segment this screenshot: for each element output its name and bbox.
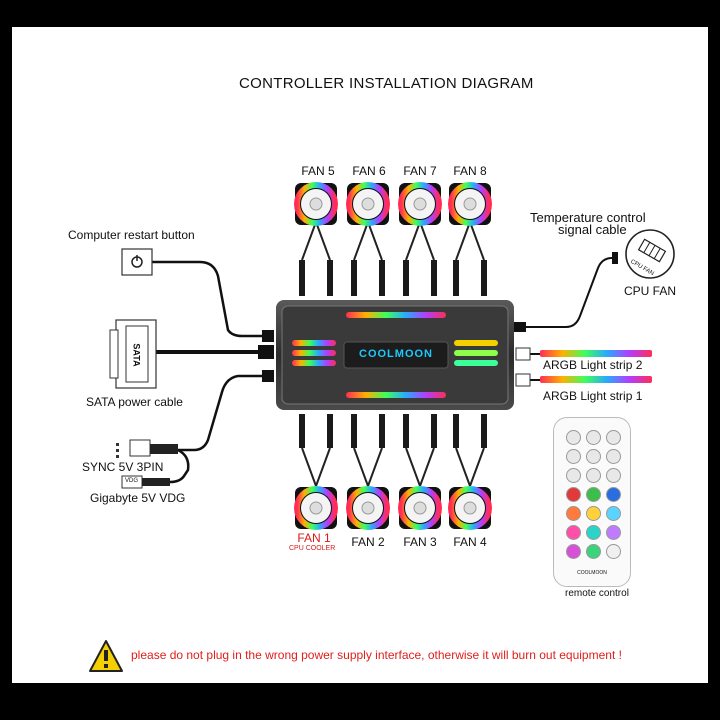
fan-icon-bottom-1 <box>294 486 338 530</box>
remote-button-3-0[interactable] <box>566 487 581 502</box>
left-hub-plugs <box>258 330 274 382</box>
remote-button-1-2[interactable] <box>606 449 621 464</box>
temp-control-label-line2: signal cable <box>558 222 627 237</box>
remote-button-1-0[interactable] <box>566 449 581 464</box>
vdg-tag: VDG <box>125 478 139 484</box>
remote-button-5-0[interactable] <box>566 525 581 540</box>
fan-icon-bottom-4 <box>448 486 492 530</box>
fan-icon-top-6 <box>346 182 390 226</box>
gigabyte-label: Gigabyte 5V VDG <box>90 491 186 505</box>
fan-8-label: FAN 8 <box>453 164 487 178</box>
remote-button-5-1[interactable] <box>586 525 601 540</box>
sata-connector-text-wrap: SATA <box>131 336 147 376</box>
warning-icon <box>89 640 123 672</box>
remote-button-3-2[interactable] <box>606 487 621 502</box>
right-plugs <box>514 252 618 332</box>
page-title: CONTROLLER INSTALLATION DIAGRAM <box>239 75 534 92</box>
remote-button-2-0[interactable] <box>566 468 581 483</box>
remote-button-6-0[interactable] <box>566 544 581 559</box>
restart-button-label: Computer restart button <box>68 228 195 242</box>
fan-icon-top-7 <box>398 182 442 226</box>
argb-strip-2 <box>540 350 652 357</box>
remote-button-0-2[interactable] <box>606 430 621 445</box>
remote-brand: COOLMOON <box>577 570 607 576</box>
fan-icon-top-8 <box>448 182 492 226</box>
remote-button-3-1[interactable] <box>586 487 601 502</box>
remote-button-6-2[interactable] <box>606 544 621 559</box>
hub-brand-label: COOLMOON <box>359 348 433 360</box>
fan-7-label: FAN 7 <box>403 164 437 178</box>
bottom-fan-plugs <box>299 414 487 448</box>
remote-button-4-2[interactable] <box>606 506 621 521</box>
fan-4-label: FAN 4 <box>453 535 487 549</box>
remote-button-1-1[interactable] <box>586 449 601 464</box>
remote-button-2-2[interactable] <box>606 468 621 483</box>
remote-button-0-1[interactable] <box>586 430 601 445</box>
fan-icon-top-5 <box>294 182 338 226</box>
fan-5-label: FAN 5 <box>301 164 335 178</box>
remote-button-6-1[interactable] <box>586 544 601 559</box>
argb-plugs <box>515 347 531 387</box>
fan-icon-bottom-3 <box>398 486 442 530</box>
fan-icon-bottom-2 <box>346 486 390 530</box>
temp-control-label-line1: Temperature control <box>530 210 646 225</box>
argb-strip-1 <box>540 376 652 383</box>
remote-button-0-0[interactable] <box>566 430 581 445</box>
remote-control: COOLMOON <box>553 417 631 587</box>
argb-strip-2-label: ARGB Light strip 2 <box>543 358 643 372</box>
controller-hub <box>276 300 514 410</box>
sata-connector-label: SATA <box>131 343 142 367</box>
remote-button-4-0[interactable] <box>566 506 581 521</box>
remote-button-4-1[interactable] <box>586 506 601 521</box>
fan-1-sublabel: CPU COOLER <box>289 545 336 552</box>
sync-connector <box>116 439 178 489</box>
remote-button-5-2[interactable] <box>606 525 621 540</box>
fan-2-label: FAN 2 <box>351 535 385 549</box>
remote-control-label: remote control <box>565 588 629 599</box>
top-fan-cables <box>301 221 485 261</box>
sync-label: SYNC 5V 3PIN <box>82 460 164 474</box>
cpu-fan-icon <box>625 229 675 279</box>
remote-button-2-1[interactable] <box>586 468 601 483</box>
left-cables <box>152 260 262 484</box>
cpu-fan-label: CPU FAN <box>624 284 677 298</box>
sata-connector-icon <box>109 319 157 389</box>
warning-text: please do not plug in the wrong power su… <box>131 648 622 662</box>
restart-button-box <box>121 248 153 276</box>
fan-1-label: FAN 1 <box>297 531 331 545</box>
top-fan-plugs <box>299 260 487 296</box>
fan-6-label: FAN 6 <box>352 164 386 178</box>
fan-3-label: FAN 3 <box>403 535 437 549</box>
argb-strip-1-label: ARGB Light strip 1 <box>543 389 643 403</box>
bottom-fan-cables <box>301 447 485 487</box>
sata-power-label: SATA power cable <box>86 395 183 409</box>
